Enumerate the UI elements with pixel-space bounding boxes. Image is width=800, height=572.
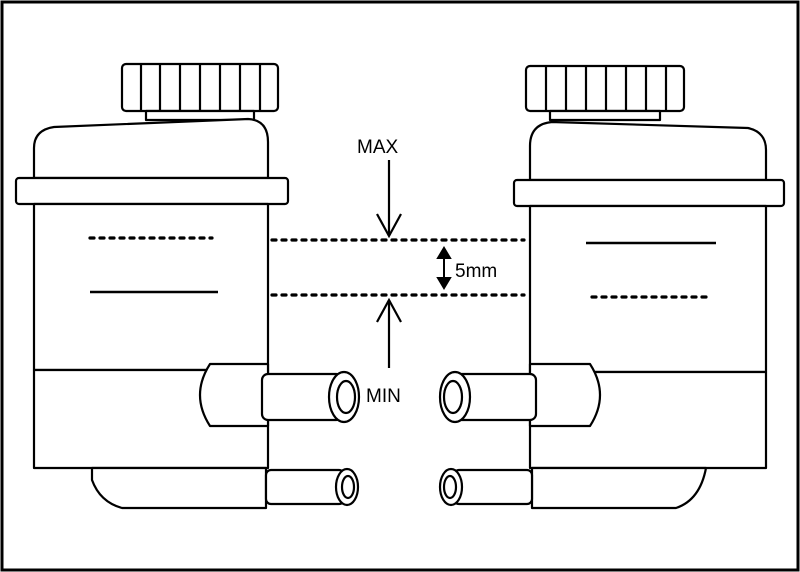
right-reservoir-band bbox=[512, 178, 786, 208]
min-label: MIN bbox=[366, 386, 401, 407]
left-lower-pipe bbox=[264, 467, 360, 507]
left-reservoir-foot bbox=[90, 466, 268, 510]
gap-label: 5mm bbox=[455, 261, 497, 282]
max-label: MAX bbox=[357, 137, 399, 158]
left-reservoir-shoulder bbox=[32, 117, 270, 180]
left-reservoir bbox=[14, 62, 361, 510]
right-upper-pipe bbox=[438, 362, 601, 428]
left-reservoir-cap bbox=[120, 62, 280, 122]
right-reservoir-body bbox=[528, 204, 768, 374]
right-reservoir-shoulder bbox=[528, 120, 768, 182]
right-reservoir-foot bbox=[530, 466, 708, 510]
left-reservoir-body bbox=[32, 202, 270, 372]
left-reservoir-band bbox=[14, 176, 290, 206]
right-lower-pipe bbox=[438, 467, 534, 507]
left-upper-pipe bbox=[199, 362, 361, 428]
right-reservoir bbox=[438, 64, 786, 510]
right-reservoir-cap bbox=[524, 64, 686, 122]
gap-dimension-arrow bbox=[436, 246, 452, 290]
max-arrow bbox=[376, 160, 402, 239]
min-arrow bbox=[376, 297, 402, 368]
